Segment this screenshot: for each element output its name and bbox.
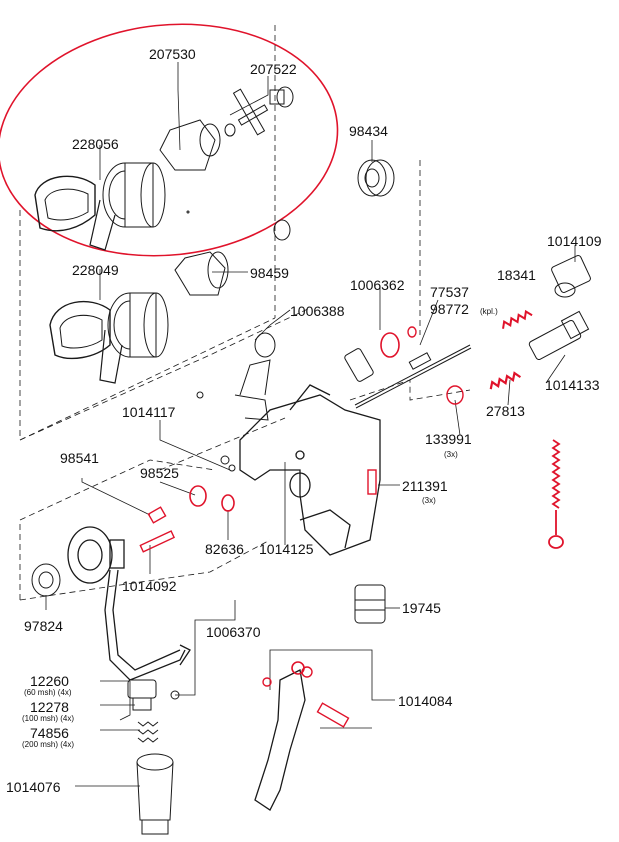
dot	[186, 210, 190, 214]
label-1014076: 1014076	[6, 779, 61, 795]
label-19745: 19745	[402, 600, 441, 616]
bracket-1006388	[196, 332, 276, 421]
label-82636: 82636	[205, 541, 244, 557]
label-77537: 77537	[430, 284, 469, 300]
label-1006370: 1006370	[206, 624, 261, 640]
pin-211391	[367, 469, 377, 495]
label-207530: 207530	[149, 46, 196, 62]
pin-1014117	[220, 455, 230, 465]
fitting-19745	[354, 584, 386, 624]
spring-27813	[489, 371, 522, 390]
label-74856: 74856	[30, 725, 69, 741]
label-18341-note: (kpl.)	[480, 307, 498, 316]
label-1014092: 1014092	[122, 578, 177, 594]
label-12260: 12260	[30, 673, 69, 689]
label-97824: 97824	[24, 618, 63, 634]
label-211391: 211391	[402, 478, 448, 494]
nozzle-98459	[174, 251, 229, 296]
cap-1014109	[551, 255, 591, 298]
seal-207522	[232, 86, 294, 136]
air-cap-228056	[34, 162, 166, 251]
label-1006388: 1006388	[290, 303, 345, 319]
needle-77537	[354, 344, 472, 409]
seal-98525	[189, 485, 207, 507]
seal-133991	[446, 385, 464, 405]
label-207522: 207522	[250, 61, 297, 77]
trigger-1014084	[254, 661, 350, 811]
label-228056: 228056	[72, 136, 119, 152]
label-98434: 98434	[349, 123, 388, 139]
label-133991-qty: (3x)	[444, 450, 458, 459]
label-98772: 98772	[430, 301, 469, 317]
pin-98541	[147, 506, 167, 524]
label-98525: 98525	[140, 465, 179, 481]
label-1006362: 1006362	[350, 277, 405, 293]
label-1014125: 1014125	[259, 541, 314, 557]
label-1014133: 1014133	[545, 377, 600, 393]
seal-ring	[273, 219, 291, 241]
filter-fitting	[127, 679, 180, 711]
label-74856-note: (200 msh) (4x)	[22, 740, 75, 749]
cup-1014076	[136, 753, 174, 835]
highlight-ellipse	[0, 23, 339, 257]
label-98541: 98541	[60, 450, 99, 466]
label-1014117: 1014117	[122, 404, 176, 420]
pin-1014092	[139, 530, 176, 553]
label-12278-note: (100 msh) (4x)	[22, 714, 75, 723]
seal-82636	[221, 494, 235, 512]
spring-18341	[502, 309, 533, 329]
label-12260-note: (60 msh) (4x)	[24, 688, 72, 697]
fluid-tube-1006370	[67, 526, 191, 681]
air-cap-228049	[49, 292, 169, 384]
assembly-guide-lines	[19, 25, 471, 601]
label-133991: 133991	[425, 431, 472, 447]
needle-valve-1014133	[528, 310, 590, 361]
nozzle-207530	[159, 119, 236, 171]
label-228049: 228049	[72, 262, 119, 278]
label-18341: 18341	[497, 267, 536, 283]
pin-1014117b	[228, 464, 236, 472]
packing-1006362	[344, 326, 417, 382]
leader-lines	[45, 62, 576, 787]
label-27813: 27813	[486, 403, 525, 419]
label-1014109: 1014109	[547, 233, 602, 249]
cleaning-brush	[548, 439, 564, 549]
label-1014084: 1014084	[398, 693, 453, 709]
filter-74856	[137, 721, 159, 743]
label-12278: 12278	[30, 699, 69, 715]
ring-97824	[31, 563, 61, 597]
label-98459: 98459	[250, 265, 289, 281]
ring-98434	[357, 159, 395, 197]
gun-body	[239, 384, 381, 556]
label-211391-qty: (3x)	[422, 496, 436, 505]
